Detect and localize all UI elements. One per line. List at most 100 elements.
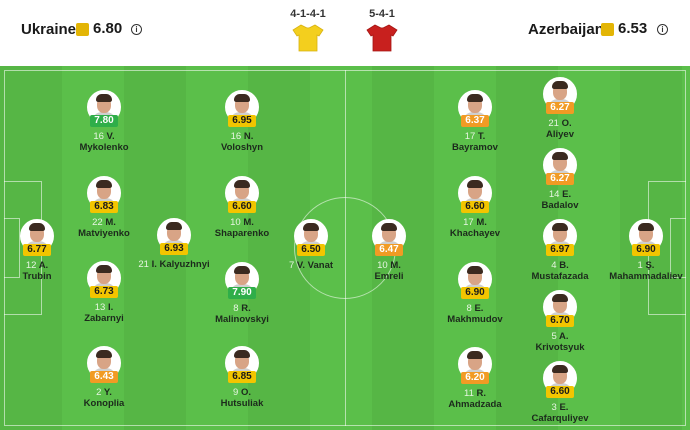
player-number: 8 [466,303,472,314]
info-icon[interactable]: i [657,24,668,35]
player-surname: Krivotsyuk [535,342,585,353]
player-rating: 6.43 [90,371,118,383]
player-rating: 6.73 [90,286,118,298]
player-rating: 6.97 [546,244,574,256]
player-name: Ş. [645,260,655,271]
player-rating: 6.60 [228,201,256,213]
player-surname: Zabarnyi [84,313,124,324]
player-number: 21 [548,118,559,129]
player-rating: 6.20 [461,372,489,384]
player-name: T. [477,131,486,142]
player-surname: Aliyev [546,129,574,140]
player-number: 17 [463,217,474,228]
player-surname: Matviyenko [78,228,130,239]
player-surname: Hutsuliak [220,398,264,409]
player-surname: Khachayev [449,228,501,239]
player-number: 16 [93,131,104,142]
info-icon[interactable]: i [131,24,142,35]
player-surname: Mahammadaliev [609,271,683,282]
player-surname: Ahmadzada [448,399,502,410]
player-surname: Mykolenko [79,142,129,153]
player-surname: Makhmudov [447,314,503,325]
player-number: 4 [551,260,557,271]
player-name: N. [243,131,254,142]
player-rating: 6.90 [461,287,489,299]
player-surname: Bayramov [452,142,498,153]
rating-badge-icon [601,23,614,36]
player-rating: 6.60 [546,386,574,398]
player-number: 12 [25,260,37,271]
player-rating: 6.47 [375,244,403,256]
player-name: O. [240,387,251,398]
player-name: M. [476,217,487,228]
player-name: I. [107,302,114,313]
player-name: R. [241,303,251,314]
player-name: E. [559,402,569,413]
player-rating: 6.95 [228,115,256,127]
player-number: 1 [637,260,643,271]
player-surname: Badalov [541,200,579,211]
player-rating: 6.60 [461,201,489,213]
player-rating: 6.37 [461,115,489,127]
player-name: E. [474,303,484,314]
player-surname: Trubin [22,271,52,282]
player-rating: 6.70 [546,315,574,327]
player-number: 10 [230,217,241,228]
player-rating: 6.27 [546,102,574,114]
player-number: 7 [288,260,295,271]
player-rating: 7.80 [90,115,118,127]
player-number: 13 [94,302,106,313]
away-goal-area [670,218,686,278]
player-number: 5 [551,331,557,342]
home-goal-area [4,218,20,278]
home-team-rating: 6.80 [93,20,123,37]
player-name: Y. [103,387,112,398]
player-surname: Malinovskyi [215,314,269,325]
player-name: M. [105,217,116,228]
rating-badge-icon [76,23,89,36]
player-name: V. [106,131,115,142]
player-surname: Shaparenko [214,228,270,239]
away-team-rating: 6.53 [618,20,648,37]
player-surname: Konoplia [83,398,125,409]
player-rating: 6.50 [297,244,325,256]
player-name: R. [476,388,487,399]
player-number: 21 [138,259,149,270]
player-number: 2 [96,387,102,398]
player-rating: 6.90 [632,244,660,256]
player-rating: 6.93 [160,243,188,255]
away-team-name[interactable]: Azerbaijan [528,21,604,38]
player-name: A. [38,260,49,271]
home-shirt-icon [292,24,324,52]
home-formation: 4-1-4-1 [290,8,326,20]
home-team-name[interactable]: Ukraine [21,21,77,38]
player-number: 22 [92,217,103,228]
player-number: 10 [377,260,388,271]
player-number: 9 [233,387,239,398]
player-name: M. [243,217,254,228]
player-surname: Kalyuzhnyi [159,259,210,270]
player-number: 14 [548,189,560,200]
player-rating: 6.83 [90,201,118,213]
away-shirt-icon [366,24,398,52]
player-number: 16 [230,131,242,142]
player-surname: Emreli [374,271,404,282]
player-rating: 6.85 [228,371,256,383]
player-number: 8 [233,303,239,314]
player-name: I. [151,259,157,270]
player-rating: 6.77 [23,244,51,256]
player-number: 3 [551,402,557,413]
player-surname: Mustafazada [531,271,589,282]
player-name: O. [561,118,572,129]
player-number: 11 [463,388,474,399]
player-name: B. [559,260,569,271]
player-name: V. Vanat [296,260,334,271]
player-rating: 7.90 [228,287,256,299]
player-surname: Cafarquliyev [531,413,589,424]
player-name: E. [562,189,572,200]
player-surname: Voloshyn [220,142,264,153]
player-number: 17 [464,131,476,142]
away-formation: 5-4-1 [369,8,395,20]
player-rating: 6.27 [546,173,574,185]
player-name: M. [390,260,401,271]
